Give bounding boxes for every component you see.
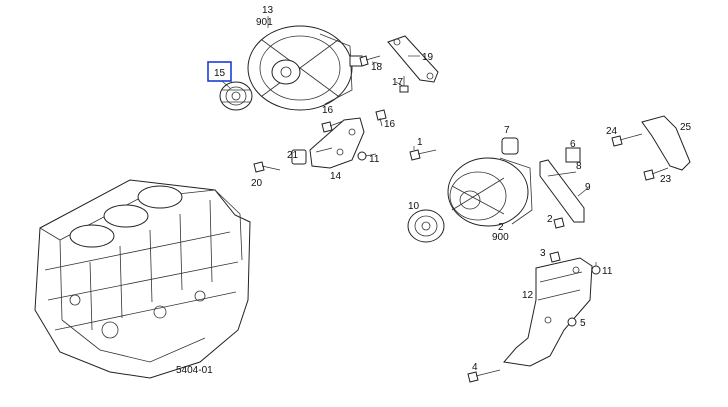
callout-2-top: 2 (498, 222, 504, 233)
bolt-16b-illustration (375, 109, 387, 127)
bolt-1-illustration (409, 149, 437, 161)
callout-20: 20 (251, 178, 263, 189)
nut-11b-illustration (591, 265, 601, 275)
alternator-lower-illustration (447, 157, 533, 227)
plate-6-illustration (565, 147, 581, 163)
bolt-17-illustration (399, 76, 409, 93)
callout-1: 1 (417, 137, 423, 148)
callout-14: 14 (330, 171, 342, 182)
callout-11-b: 11 (602, 266, 613, 277)
bolt-3-illustration (549, 251, 561, 263)
pulley-15-illustration (219, 81, 253, 111)
bolt-24-illustration (611, 133, 643, 147)
bracket-14-illustration (309, 117, 365, 169)
bolt-8-illustration (547, 171, 577, 177)
bolt-2-illustration (553, 217, 565, 229)
callout-7: 7 (504, 125, 510, 136)
bolt-23-illustration (643, 167, 669, 181)
callout-9: 9 (585, 182, 591, 193)
callout-24: 24 (606, 126, 618, 137)
callout-901: 901 (256, 17, 273, 28)
alternator-upper-illustration (247, 25, 363, 111)
link-25-illustration (641, 115, 691, 171)
callout-17: 17 (392, 77, 404, 88)
callout-18: 18 (371, 62, 383, 73)
callout-21: 21 (287, 150, 299, 161)
bolt-20-illustration (253, 161, 281, 173)
bracket-19-illustration (387, 35, 439, 83)
figure-code: 5404-01 (176, 365, 213, 376)
bracket-12-illustration (503, 257, 593, 367)
nut-5-illustration (567, 317, 577, 327)
engine-block-illustration (34, 179, 251, 379)
callout-8: 8 (576, 161, 582, 172)
callout-16-b: 16 (384, 119, 396, 130)
callout-16-a: 16 (322, 105, 334, 116)
callout-10: 10 (408, 201, 420, 212)
callout-23: 23 (660, 174, 672, 185)
callout-900: 900 (492, 232, 509, 243)
spacer-21-illustration (291, 149, 307, 165)
callout-19: 19 (422, 52, 434, 63)
callout-2: 2 (547, 214, 553, 225)
nut-11a-illustration (357, 151, 367, 161)
pulley-10-illustration (407, 209, 445, 243)
callout-13: 13 (262, 5, 274, 16)
callout-4: 4 (472, 362, 478, 373)
callout-25: 25 (680, 122, 692, 133)
callout-5: 5 (580, 318, 586, 329)
highlighted-callout-box[interactable] (207, 61, 232, 82)
callout-12: 12 (522, 290, 534, 301)
callout-3: 3 (540, 248, 546, 259)
callout-6: 6 (570, 139, 576, 150)
callout-11-a: 11 (369, 154, 380, 165)
bolt-4-illustration (467, 369, 501, 383)
bolt-18-illustration (359, 55, 381, 67)
callout-15[interactable]: 15 (214, 68, 226, 79)
bushing-7-illustration (501, 137, 519, 155)
